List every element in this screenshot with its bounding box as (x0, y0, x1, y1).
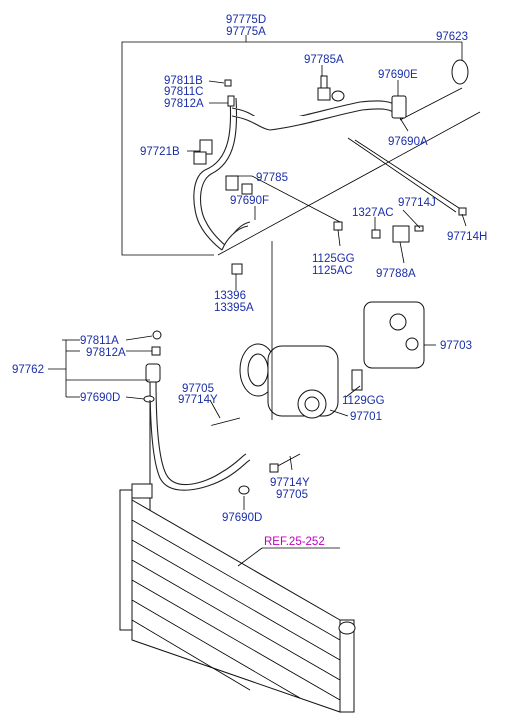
condenser (119, 483, 356, 713)
label-97775A[interactable]: 97775A (226, 26, 266, 38)
label-1327AC[interactable]: 1327AC (352, 207, 394, 219)
label-97690E[interactable]: 97690E (378, 69, 418, 81)
label-1125AC[interactable]: 1125AC (312, 265, 353, 277)
compressor-group (185, 301, 425, 473)
label-97811B[interactable]: 97811B (164, 75, 203, 87)
leader-lines (48, 65, 467, 567)
label-97703[interactable]: 97703 (440, 340, 472, 352)
label-97690D-left[interactable]: 97690D (80, 392, 120, 404)
label-97785A[interactable]: 97785A (304, 54, 344, 66)
label-97811A[interactable]: 97811A (80, 335, 119, 347)
upper-pipe-assembly (193, 59, 469, 275)
label-97811C[interactable]: 97811C (164, 86, 203, 98)
label-97812A-low[interactable]: 97812A (86, 347, 126, 359)
label-97690A[interactable]: 97690A (388, 136, 428, 148)
label-97785[interactable]: 97785 (256, 172, 288, 184)
part-labels: 97775D 97775A 97623 97785A 97811B 97811C… (12, 14, 487, 548)
label-13396[interactable]: 13396 (214, 290, 246, 302)
label-97721B[interactable]: 97721B (140, 146, 180, 158)
label-97812A-top[interactable]: 97812A (164, 98, 204, 110)
label-97623[interactable]: 97623 (436, 31, 468, 43)
label-97714Y-right[interactable]: 97714Y (270, 477, 310, 489)
label-1125GG[interactable]: 1125GG (312, 253, 355, 265)
label-1129GG[interactable]: 1129GG (342, 395, 385, 407)
ref-link-25-252[interactable]: REF.25-252 (264, 536, 325, 548)
label-97701[interactable]: 97701 (350, 411, 382, 423)
label-97690D-bottom[interactable]: 97690D (222, 512, 262, 524)
label-97788A[interactable]: 97788A (376, 268, 416, 280)
label-97714Y-left[interactable]: 97714Y (178, 394, 218, 406)
label-97705-right[interactable]: 97705 (276, 489, 308, 501)
frame-lines (121, 35, 481, 256)
label-97762[interactable]: 97762 (12, 364, 44, 376)
label-97714J[interactable]: 97714J (398, 197, 436, 209)
label-97775D[interactable]: 97775D (226, 14, 266, 26)
label-97714H[interactable]: 97714H (447, 231, 487, 243)
label-97690F[interactable]: 97690F (230, 195, 269, 207)
label-13395A[interactable]: 13395A (214, 302, 254, 314)
label-97705-left[interactable]: 97705 (182, 383, 214, 395)
